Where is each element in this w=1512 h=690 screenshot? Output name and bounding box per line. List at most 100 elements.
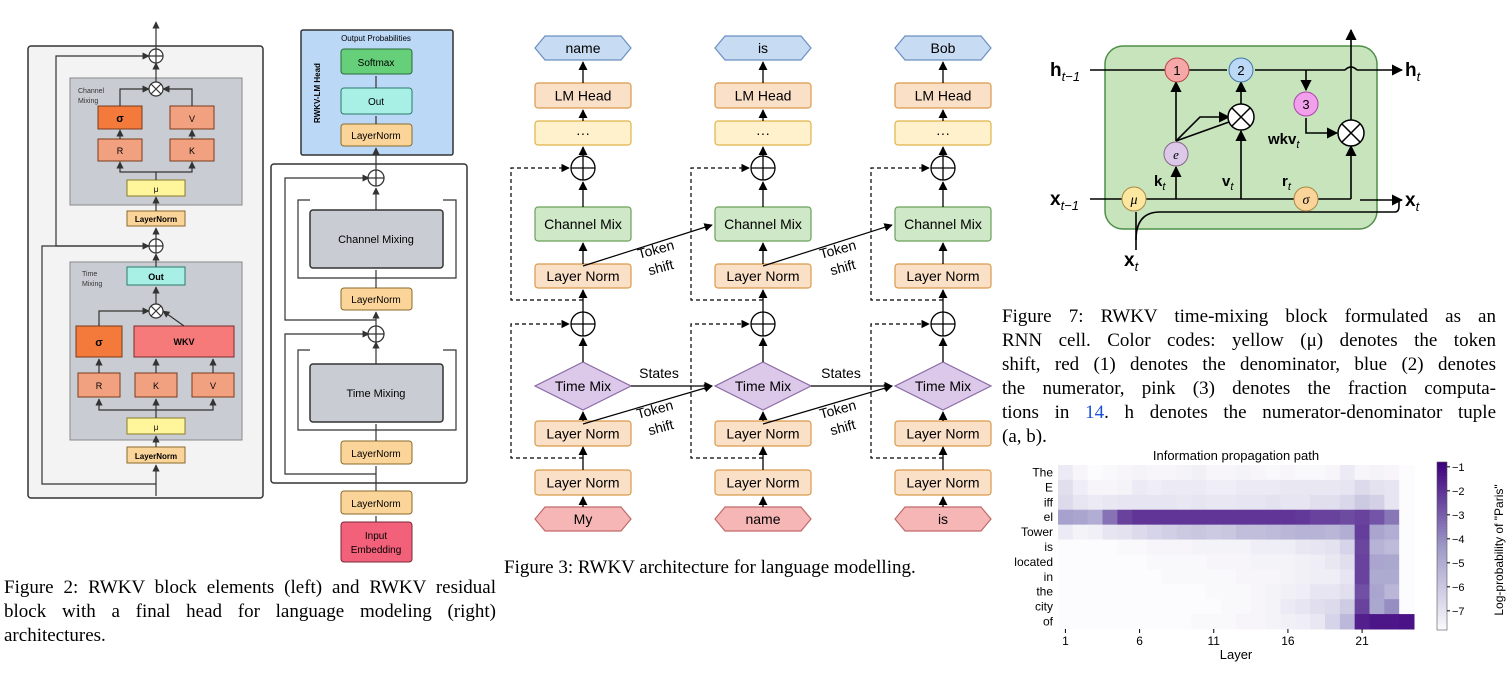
node-3-fraction (1293, 91, 1319, 117)
heatmap-cell (1384, 599, 1400, 615)
tm-layernorm-label: LayerNorm (135, 452, 177, 461)
tm-r-label: R (96, 381, 103, 391)
states-label-2: States (821, 365, 861, 381)
heatmap-cell (1399, 509, 1415, 526)
colorbar-segment (1437, 610, 1447, 614)
colorbar-tick-label: −3 (1452, 510, 1465, 522)
heatmap-ytick-label: of (1043, 615, 1054, 629)
heatmap-cell (1295, 465, 1311, 481)
heatmap-cell (1102, 524, 1118, 541)
heatmap-ytick-label: city (1035, 600, 1053, 614)
heatmap-cell (1339, 479, 1356, 496)
colorbar-segment (1437, 593, 1447, 597)
heatmap-cell (1399, 554, 1415, 570)
heatmap-cell (1339, 584, 1356, 600)
heatmap-cell (1250, 584, 1267, 600)
heatmap-cell (1191, 524, 1207, 541)
colorbar-segment (1437, 492, 1447, 497)
heatmap-cell (1236, 524, 1252, 541)
colorbar-segment (1437, 604, 1447, 609)
colorbar-segment (1437, 534, 1447, 539)
wkv-label: wkvt (1267, 131, 1300, 151)
heatmap-cell (1161, 569, 1178, 585)
heatmap-cell (1265, 524, 1281, 541)
heatmap-cell (1147, 524, 1163, 541)
cm-r-label: R (117, 146, 124, 156)
heatmap-cell (1191, 569, 1207, 585)
caption-line-5a: tions in (1002, 402, 1086, 423)
heatmap-cell (1250, 569, 1267, 585)
fig3-col-2-input-label: name (745, 511, 780, 527)
fig3-col-3-input-label: is (938, 511, 948, 527)
heatmap-cell (1325, 614, 1341, 630)
heatmap-cell (1354, 494, 1370, 511)
heatmap-cell (1161, 524, 1178, 541)
heatmap-xtick-label: 1 (1062, 634, 1069, 648)
colorbar-segment (1437, 579, 1447, 583)
figure-2-caption: Figure 2: RWKV block elements (left) and… (4, 577, 496, 646)
colorbar-segment (1437, 540, 1447, 544)
cm-k-label: K (189, 146, 195, 156)
colorbar-segment (1437, 467, 1447, 471)
caption-ref-link[interactable]: 14 (1085, 402, 1105, 423)
colorbar-segment (1437, 464, 1447, 469)
heatmap-cell (1280, 584, 1296, 600)
heatmap-cell (1161, 465, 1178, 481)
res-time-mixing-label: Time Mixing (347, 388, 406, 400)
heatmap-cell (1161, 614, 1178, 630)
heatmap-ytick-label: el (1044, 510, 1053, 524)
heatmap-cell (1384, 539, 1400, 555)
fig3-col-3-input-token (894, 506, 992, 532)
fig3-col-2-layer-norm-cm-label: Layer Norm (726, 268, 799, 284)
colorbar-segment (1437, 529, 1447, 533)
heatmap-cell (1072, 494, 1089, 511)
heatmap-cell (1250, 465, 1267, 481)
head-out-label: Out (368, 97, 384, 108)
heatmap-cell (1236, 554, 1252, 570)
heatmap-cell (1221, 569, 1237, 585)
heatmap-xtick-label: 6 (1136, 634, 1143, 648)
heatmap-ytick-label: located (1014, 555, 1053, 569)
heatmap-ytick-label: Tower (1021, 525, 1053, 539)
fig3-col-1-input-label: My (574, 511, 593, 527)
heatmap-cell (1087, 509, 1103, 526)
colorbar-segment (1437, 621, 1447, 625)
heatmap-cell (1310, 584, 1326, 600)
fig3-col-1-input-token (534, 506, 632, 532)
colorbar-segment (1437, 585, 1447, 589)
heatmap-ytick-label: the (1036, 585, 1053, 599)
fig3-col-2-channel-mix-label: Channel Mix (724, 216, 802, 232)
heatmap-cell (1117, 599, 1133, 615)
heatmap-cell (1250, 494, 1267, 511)
heatmap-cell (1369, 509, 1385, 526)
heatmap-cell (1250, 479, 1267, 496)
heatmap-cell (1087, 599, 1103, 615)
colorbar-segment (1437, 624, 1447, 628)
head-layernorm-label: LayerNorm (351, 131, 400, 142)
heatmap-ytick-label: The (1032, 465, 1053, 479)
caption-line-5b: . h denotes the numerator-denominator tu… (1104, 402, 1497, 423)
heatmap-cell (1280, 569, 1296, 585)
fig3-col-2-layer-norm-in-label: Layer Norm (726, 475, 799, 491)
heatmap-cell (1132, 599, 1148, 615)
fig3-col-2-output-token (714, 35, 812, 61)
heatmap-cell (1295, 509, 1311, 526)
heatmap-cell (1280, 599, 1296, 615)
heatmap-cell (1265, 479, 1281, 496)
token-shift-label-tm2b: shift (828, 416, 857, 438)
node-3-label: 3 (1302, 97, 1309, 112)
heatmap-cell (1369, 479, 1385, 496)
heatmap-cell (1102, 539, 1118, 555)
node-mu (1121, 186, 1147, 212)
colorbar-segment (1437, 574, 1447, 578)
fig3-col-3-layer-norm-tm-label: Layer Norm (906, 426, 979, 442)
r-label: rt (1282, 173, 1292, 193)
heatmap-cell (1354, 584, 1370, 600)
heatmap-cell (1339, 599, 1356, 615)
heatmap-cell (1399, 465, 1415, 481)
colorbar-segment (1437, 568, 1447, 572)
heatmap-cell (1236, 539, 1252, 555)
heatmap-cell (1265, 614, 1281, 630)
colorbar-segment (1437, 526, 1447, 530)
heatmap-figure: Information propagation path TheEiffelTo… (1014, 448, 1506, 662)
